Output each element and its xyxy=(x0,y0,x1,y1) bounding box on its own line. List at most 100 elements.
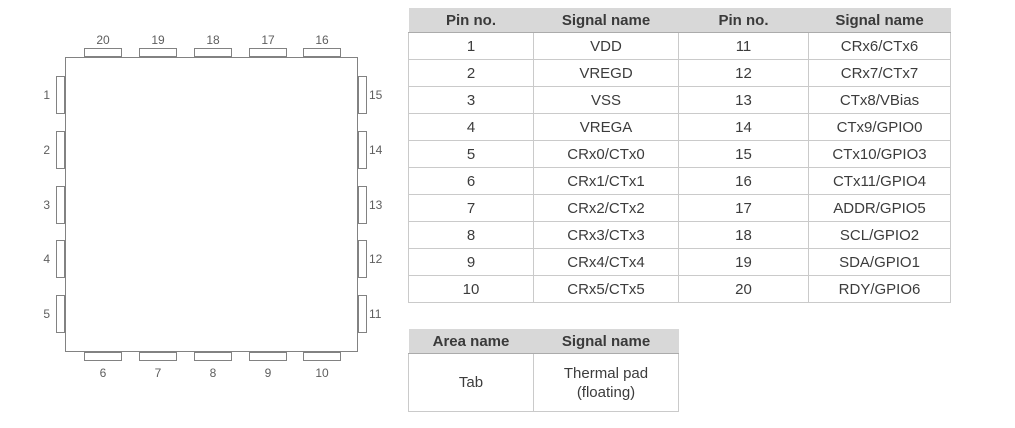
table-cell: CRx2/CTx2 xyxy=(533,194,679,222)
pin-label: 17 xyxy=(261,33,275,47)
table-cell: 18 xyxy=(678,221,809,249)
pin-2 xyxy=(56,131,65,169)
pin-8 xyxy=(194,352,232,361)
table-cell: SCL/GPIO2 xyxy=(808,221,951,249)
pin-label: 5 xyxy=(43,307,50,321)
pin-11 xyxy=(358,295,367,333)
pin-label: 4 xyxy=(43,252,50,266)
pin-14 xyxy=(358,131,367,169)
pin-9 xyxy=(249,352,287,361)
pin-label: 19 xyxy=(151,33,165,47)
table-cell: 1 xyxy=(408,32,534,60)
table-cell: VSS xyxy=(533,86,679,114)
pin-13 xyxy=(358,186,367,224)
pin-label: 15 xyxy=(369,88,383,102)
pin-label: 11 xyxy=(369,307,382,321)
chip-body xyxy=(65,57,358,352)
pin-1 xyxy=(56,76,65,114)
table-cell: RDY/GPIO6 xyxy=(808,275,951,303)
pin-label: 12 xyxy=(369,252,383,266)
pin-18 xyxy=(194,48,232,57)
pin-6 xyxy=(84,352,122,361)
column-header: Signal name xyxy=(533,329,679,354)
table-cell: 9 xyxy=(408,248,534,276)
pin-label: 2 xyxy=(43,143,50,157)
pin-label: 8 xyxy=(209,366,217,380)
pin-19 xyxy=(139,48,177,57)
table-cell: 5 xyxy=(408,140,534,168)
pin-4 xyxy=(56,240,65,278)
column-header: Pin no. xyxy=(678,8,809,33)
table-cell: Thermal pad (floating) xyxy=(533,353,679,412)
table-cell: 2 xyxy=(408,59,534,87)
table-cell: CRx0/CTx0 xyxy=(533,140,679,168)
pin-label: 10 xyxy=(315,366,329,380)
table-cell: 16 xyxy=(678,167,809,195)
table-cell: CRx7/CTx7 xyxy=(808,59,951,87)
table-cell: CTx9/GPIO0 xyxy=(808,113,951,141)
table-cell: 11 xyxy=(678,32,809,60)
table-cell: 17 xyxy=(678,194,809,222)
column-header: Pin no. xyxy=(408,8,534,33)
pin-7 xyxy=(139,352,177,361)
table-cell: Tab xyxy=(408,353,534,412)
table-cell: 10 xyxy=(408,275,534,303)
pin-17 xyxy=(249,48,287,57)
table-cell: VDD xyxy=(533,32,679,60)
table-cell: CRx6/CTx6 xyxy=(808,32,951,60)
table-cell: 15 xyxy=(678,140,809,168)
pin-label: 18 xyxy=(206,33,220,47)
table-cell: CRx3/CTx3 xyxy=(533,221,679,249)
table-cell: 20 xyxy=(678,275,809,303)
pin-label: 7 xyxy=(154,366,162,380)
table-cell: CRx4/CTx4 xyxy=(533,248,679,276)
table-cell: CTx10/GPIO3 xyxy=(808,140,951,168)
table-cell: 4 xyxy=(408,113,534,141)
table-cell: 6 xyxy=(408,167,534,195)
pin-label: 1 xyxy=(43,88,50,102)
pin-12 xyxy=(358,240,367,278)
table-cell: 8 xyxy=(408,221,534,249)
pin-label: 16 xyxy=(315,33,329,47)
pin-label: 13 xyxy=(369,198,383,212)
pin-label: 3 xyxy=(43,198,50,212)
table-cell: 3 xyxy=(408,86,534,114)
table-cell: CRx5/CTx5 xyxy=(533,275,679,303)
column-header: Area name xyxy=(408,329,534,354)
pin-20 xyxy=(84,48,122,57)
pin-label: 14 xyxy=(369,143,383,157)
table-cell: 19 xyxy=(678,248,809,276)
column-header: Signal name xyxy=(808,8,951,33)
table-cell: SDA/GPIO1 xyxy=(808,248,951,276)
table-cell: CRx1/CTx1 xyxy=(533,167,679,195)
table-cell: 12 xyxy=(678,59,809,87)
column-header: Signal name xyxy=(533,8,679,33)
table-cell: VREGD xyxy=(533,59,679,87)
pin-10 xyxy=(303,352,341,361)
pin-label: 20 xyxy=(96,33,110,47)
pin-16 xyxy=(303,48,341,57)
table-cell: CTx8/VBias xyxy=(808,86,951,114)
pin-label: 9 xyxy=(264,366,272,380)
